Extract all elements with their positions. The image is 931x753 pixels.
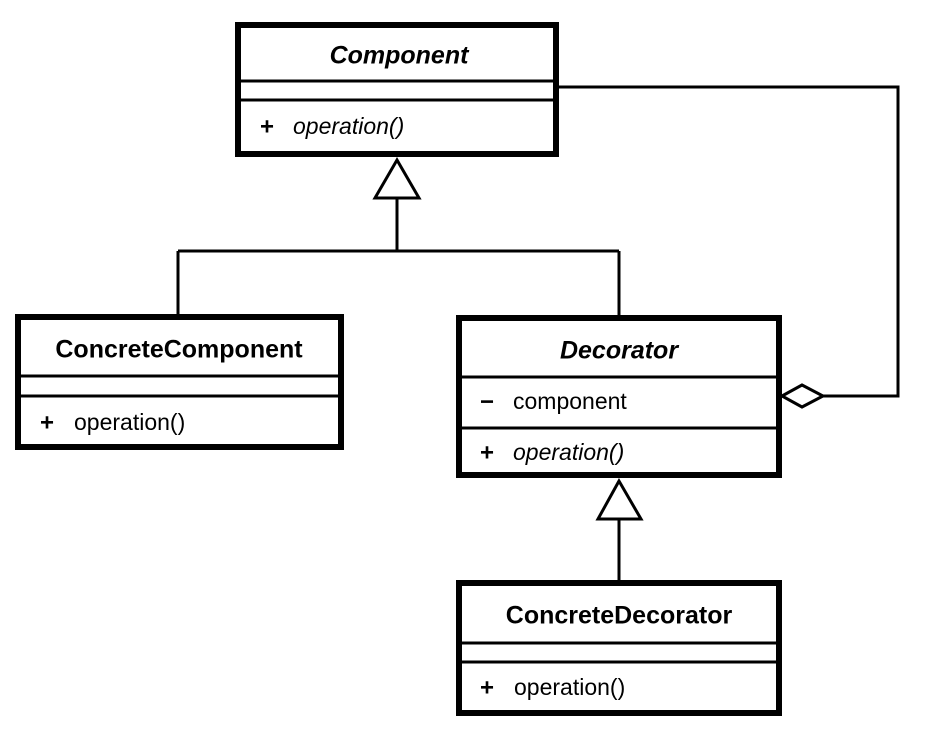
hollow-triangle-icon xyxy=(595,477,644,521)
aggregation-decorator-component xyxy=(559,85,900,409)
class-box-decorator[interactable]: Decorator − component + operation() xyxy=(456,315,782,478)
class-frame xyxy=(456,315,782,478)
member-name-component: component xyxy=(513,388,627,414)
aggregation-line xyxy=(559,85,900,398)
member-name-operation: operation() xyxy=(74,409,185,435)
class-box-concrete-decorator[interactable]: ConcreteDecorator + operation() xyxy=(456,580,782,716)
hollow-diamond-icon xyxy=(778,383,827,409)
class-frame xyxy=(235,22,559,157)
class-box-component[interactable]: Component + operation() xyxy=(235,22,559,157)
member-visibility: + xyxy=(260,113,274,140)
class-name-concrete-component: ConcreteComponent xyxy=(55,336,303,364)
generalization-concrete-decorator xyxy=(595,477,644,582)
member-visibility: − xyxy=(480,388,494,415)
member-visibility: + xyxy=(40,409,54,436)
class-name-component: Component xyxy=(330,42,471,70)
member-name-operation: operation() xyxy=(513,439,624,465)
class-name-concrete-decorator: ConcreteDecorator xyxy=(506,602,733,630)
member-visibility: + xyxy=(480,439,494,466)
class-frame xyxy=(456,580,782,716)
member-name-operation: operation() xyxy=(514,674,625,700)
class-name-decorator: Decorator xyxy=(560,337,679,365)
class-box-concrete-component[interactable]: ConcreteComponent + operation() xyxy=(15,314,344,450)
hollow-triangle-icon xyxy=(372,157,422,200)
generalization-bus-to-component xyxy=(176,157,621,317)
member-visibility: + xyxy=(480,674,494,701)
class-frame xyxy=(15,314,344,450)
member-name-operation: operation() xyxy=(293,113,404,139)
